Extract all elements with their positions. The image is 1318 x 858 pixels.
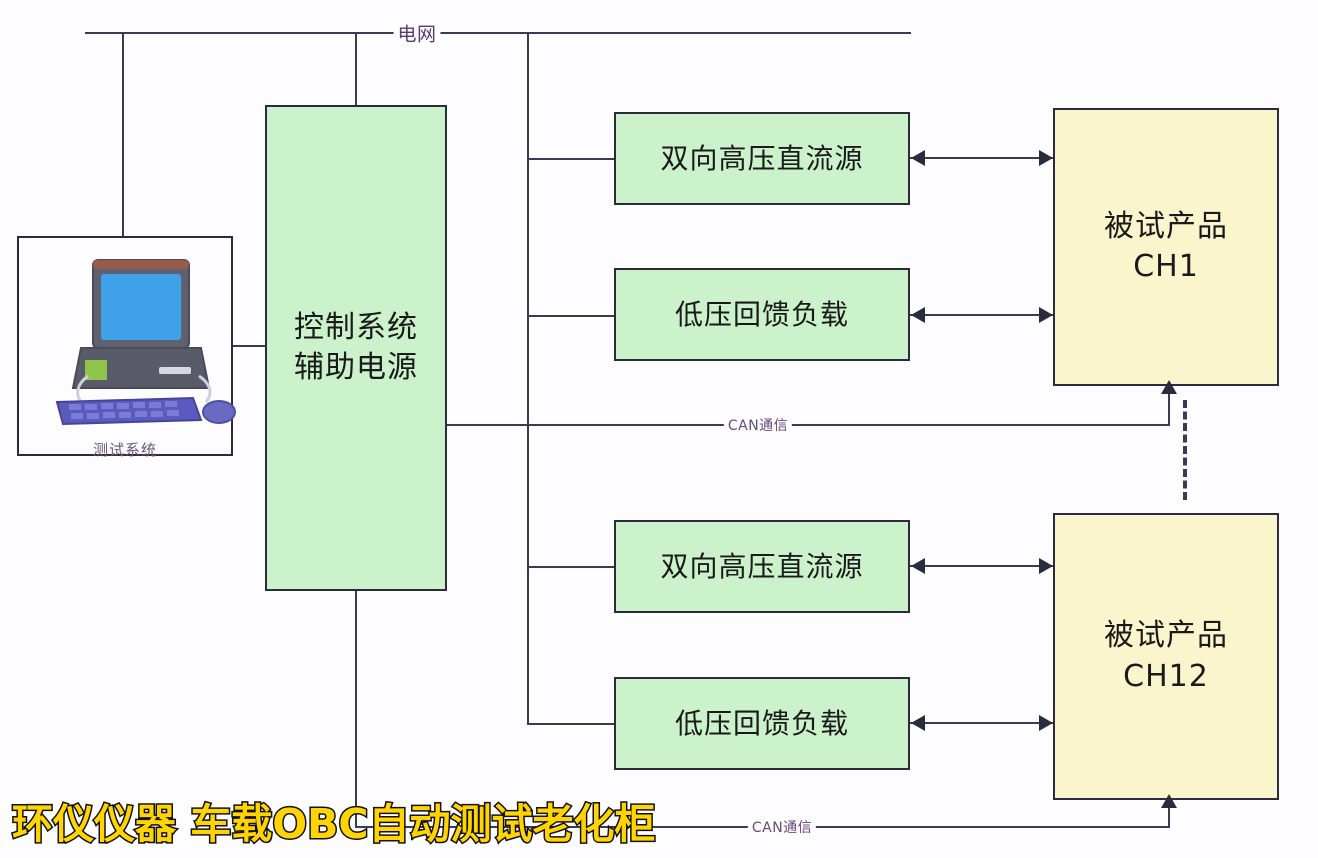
control-system-bottom-drop-wire	[355, 591, 357, 827]
power-stub-dc-source-ch12	[527, 566, 616, 568]
link-lv-load-ch1-to-dut-ch1	[910, 314, 1053, 316]
watermark-banner: 环仪仪器 车载OBC自动测试老化柜	[10, 799, 656, 850]
omitted-channels-dashed-line	[1183, 400, 1187, 500]
test-system-node[interactable]: 测试系统	[17, 236, 236, 459]
dc-source-ch12-node[interactable]: 双向高压直流源	[614, 520, 910, 613]
dc-source-ch12-label: 双向高压直流源	[660, 549, 864, 583]
test-system-label: 测试系统	[92, 440, 157, 459]
grid-to-power-bus-wire	[527, 32, 529, 724]
lv-load-ch12-label: 低压回馈负载	[674, 706, 849, 740]
link-lv-load-ch12-arrow-right	[1039, 715, 1053, 731]
control-system-label: 控制系统 辅助电源	[294, 309, 418, 386]
can-bus-top-arrow-up	[1161, 380, 1177, 394]
link-dc-source-ch1-arrow-left	[911, 150, 925, 166]
grid-bus-label: 电网	[393, 19, 441, 47]
dut-ch1-node[interactable]: 被试产品 CH1	[1053, 108, 1279, 386]
lv-load-ch1-label: 低压回馈负载	[674, 297, 849, 331]
power-stub-lv-load-ch1	[527, 315, 616, 317]
desktop-computer-icon	[41, 252, 249, 442]
link-lv-load-ch12-to-dut-ch12	[910, 722, 1053, 724]
can-bus-top-label: CAN通信	[723, 415, 793, 435]
can-bus-bottom-arrow-up	[1161, 794, 1177, 808]
power-stub-dc-source-ch1	[527, 158, 616, 160]
link-dc-source-ch1-arrow-right	[1039, 150, 1053, 166]
can-bus-bottom-label: CAN通信	[747, 817, 817, 837]
grid-to-control-system-wire	[355, 32, 357, 107]
test-system-to-control-wire	[233, 345, 267, 347]
link-dc-source-ch12-arrow-right	[1039, 558, 1053, 574]
link-dc-source-ch12-arrow-left	[911, 558, 925, 574]
dc-source-ch1-node[interactable]: 双向高压直流源	[614, 112, 910, 205]
link-lv-load-ch1-arrow-left	[911, 307, 925, 323]
grid-bus-line	[85, 32, 911, 34]
dut-ch12-node[interactable]: 被试产品 CH12	[1053, 513, 1279, 800]
can-bus-bottom-riser-wire	[1168, 806, 1170, 828]
can-bus-top-horizontal-wire	[447, 424, 1170, 426]
control-system-node[interactable]: 控制系统 辅助电源	[265, 105, 447, 591]
power-stub-lv-load-ch12	[527, 723, 616, 725]
dut-ch1-label: 被试产品 CH1	[1104, 208, 1228, 285]
dc-source-ch1-label: 双向高压直流源	[660, 141, 864, 175]
link-dc-source-ch12-to-dut-ch12	[910, 565, 1053, 567]
lv-load-ch12-node[interactable]: 低压回馈负载	[614, 677, 910, 770]
lv-load-ch1-node[interactable]: 低压回馈负载	[614, 268, 910, 361]
can-bus-top-riser-wire	[1168, 392, 1170, 426]
dut-ch12-label: 被试产品 CH12	[1104, 618, 1228, 694]
link-lv-load-ch1-arrow-right	[1039, 307, 1053, 323]
link-dc-source-ch1-to-dut-ch1	[910, 157, 1053, 159]
grid-to-test-system-wire	[122, 32, 124, 254]
link-lv-load-ch12-arrow-left	[911, 715, 925, 731]
